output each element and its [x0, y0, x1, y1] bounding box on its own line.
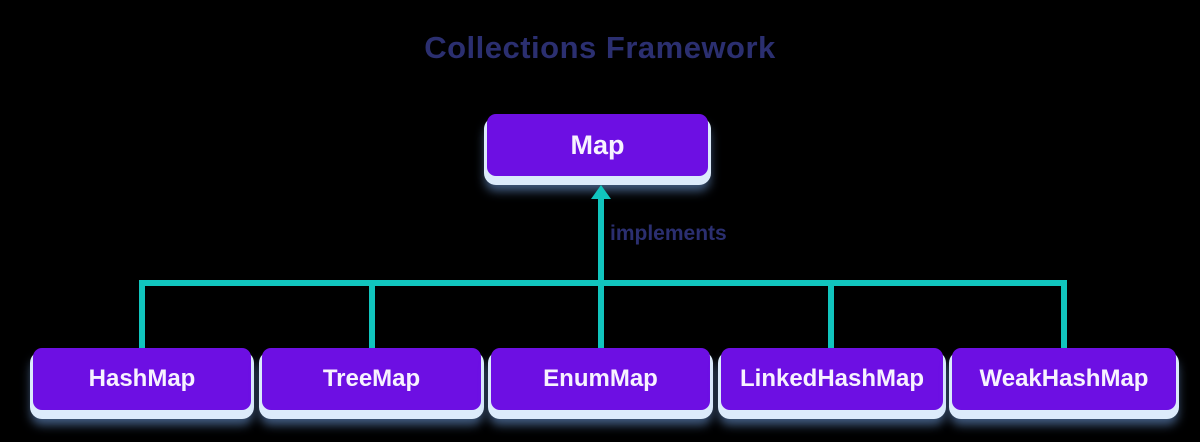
edge-label-implements: implements: [610, 222, 727, 245]
node-weakhashmap: WeakHashMap: [952, 348, 1176, 410]
connector-weakhashmap: [1061, 280, 1067, 349]
node-map: Map: [487, 114, 708, 176]
node-linkedhashmap-label: LinkedHashMap: [739, 365, 925, 392]
node-enummap-label: EnumMap: [543, 365, 658, 392]
connector-hashmap: [139, 280, 145, 349]
connector-treemap: [369, 280, 375, 349]
node-linkedhashmap: LinkedHashMap: [721, 348, 943, 410]
connector-enummap: [598, 280, 604, 349]
node-hashmap-label: HashMap: [88, 365, 196, 392]
node-treemap-label: TreeMap: [322, 365, 421, 392]
node-weakhashmap-label: WeakHashMap: [979, 365, 1149, 392]
diagram-title: Collections Framework: [424, 30, 776, 65]
connector-linkedhashmap: [828, 280, 834, 349]
arrow-up-icon: [591, 185, 611, 199]
connector-implements-vertical: [598, 197, 604, 286]
node-treemap: TreeMap: [262, 348, 481, 410]
node-enummap: EnumMap: [491, 348, 710, 410]
node-map-label: Map: [570, 129, 625, 160]
node-hashmap: HashMap: [33, 348, 251, 410]
